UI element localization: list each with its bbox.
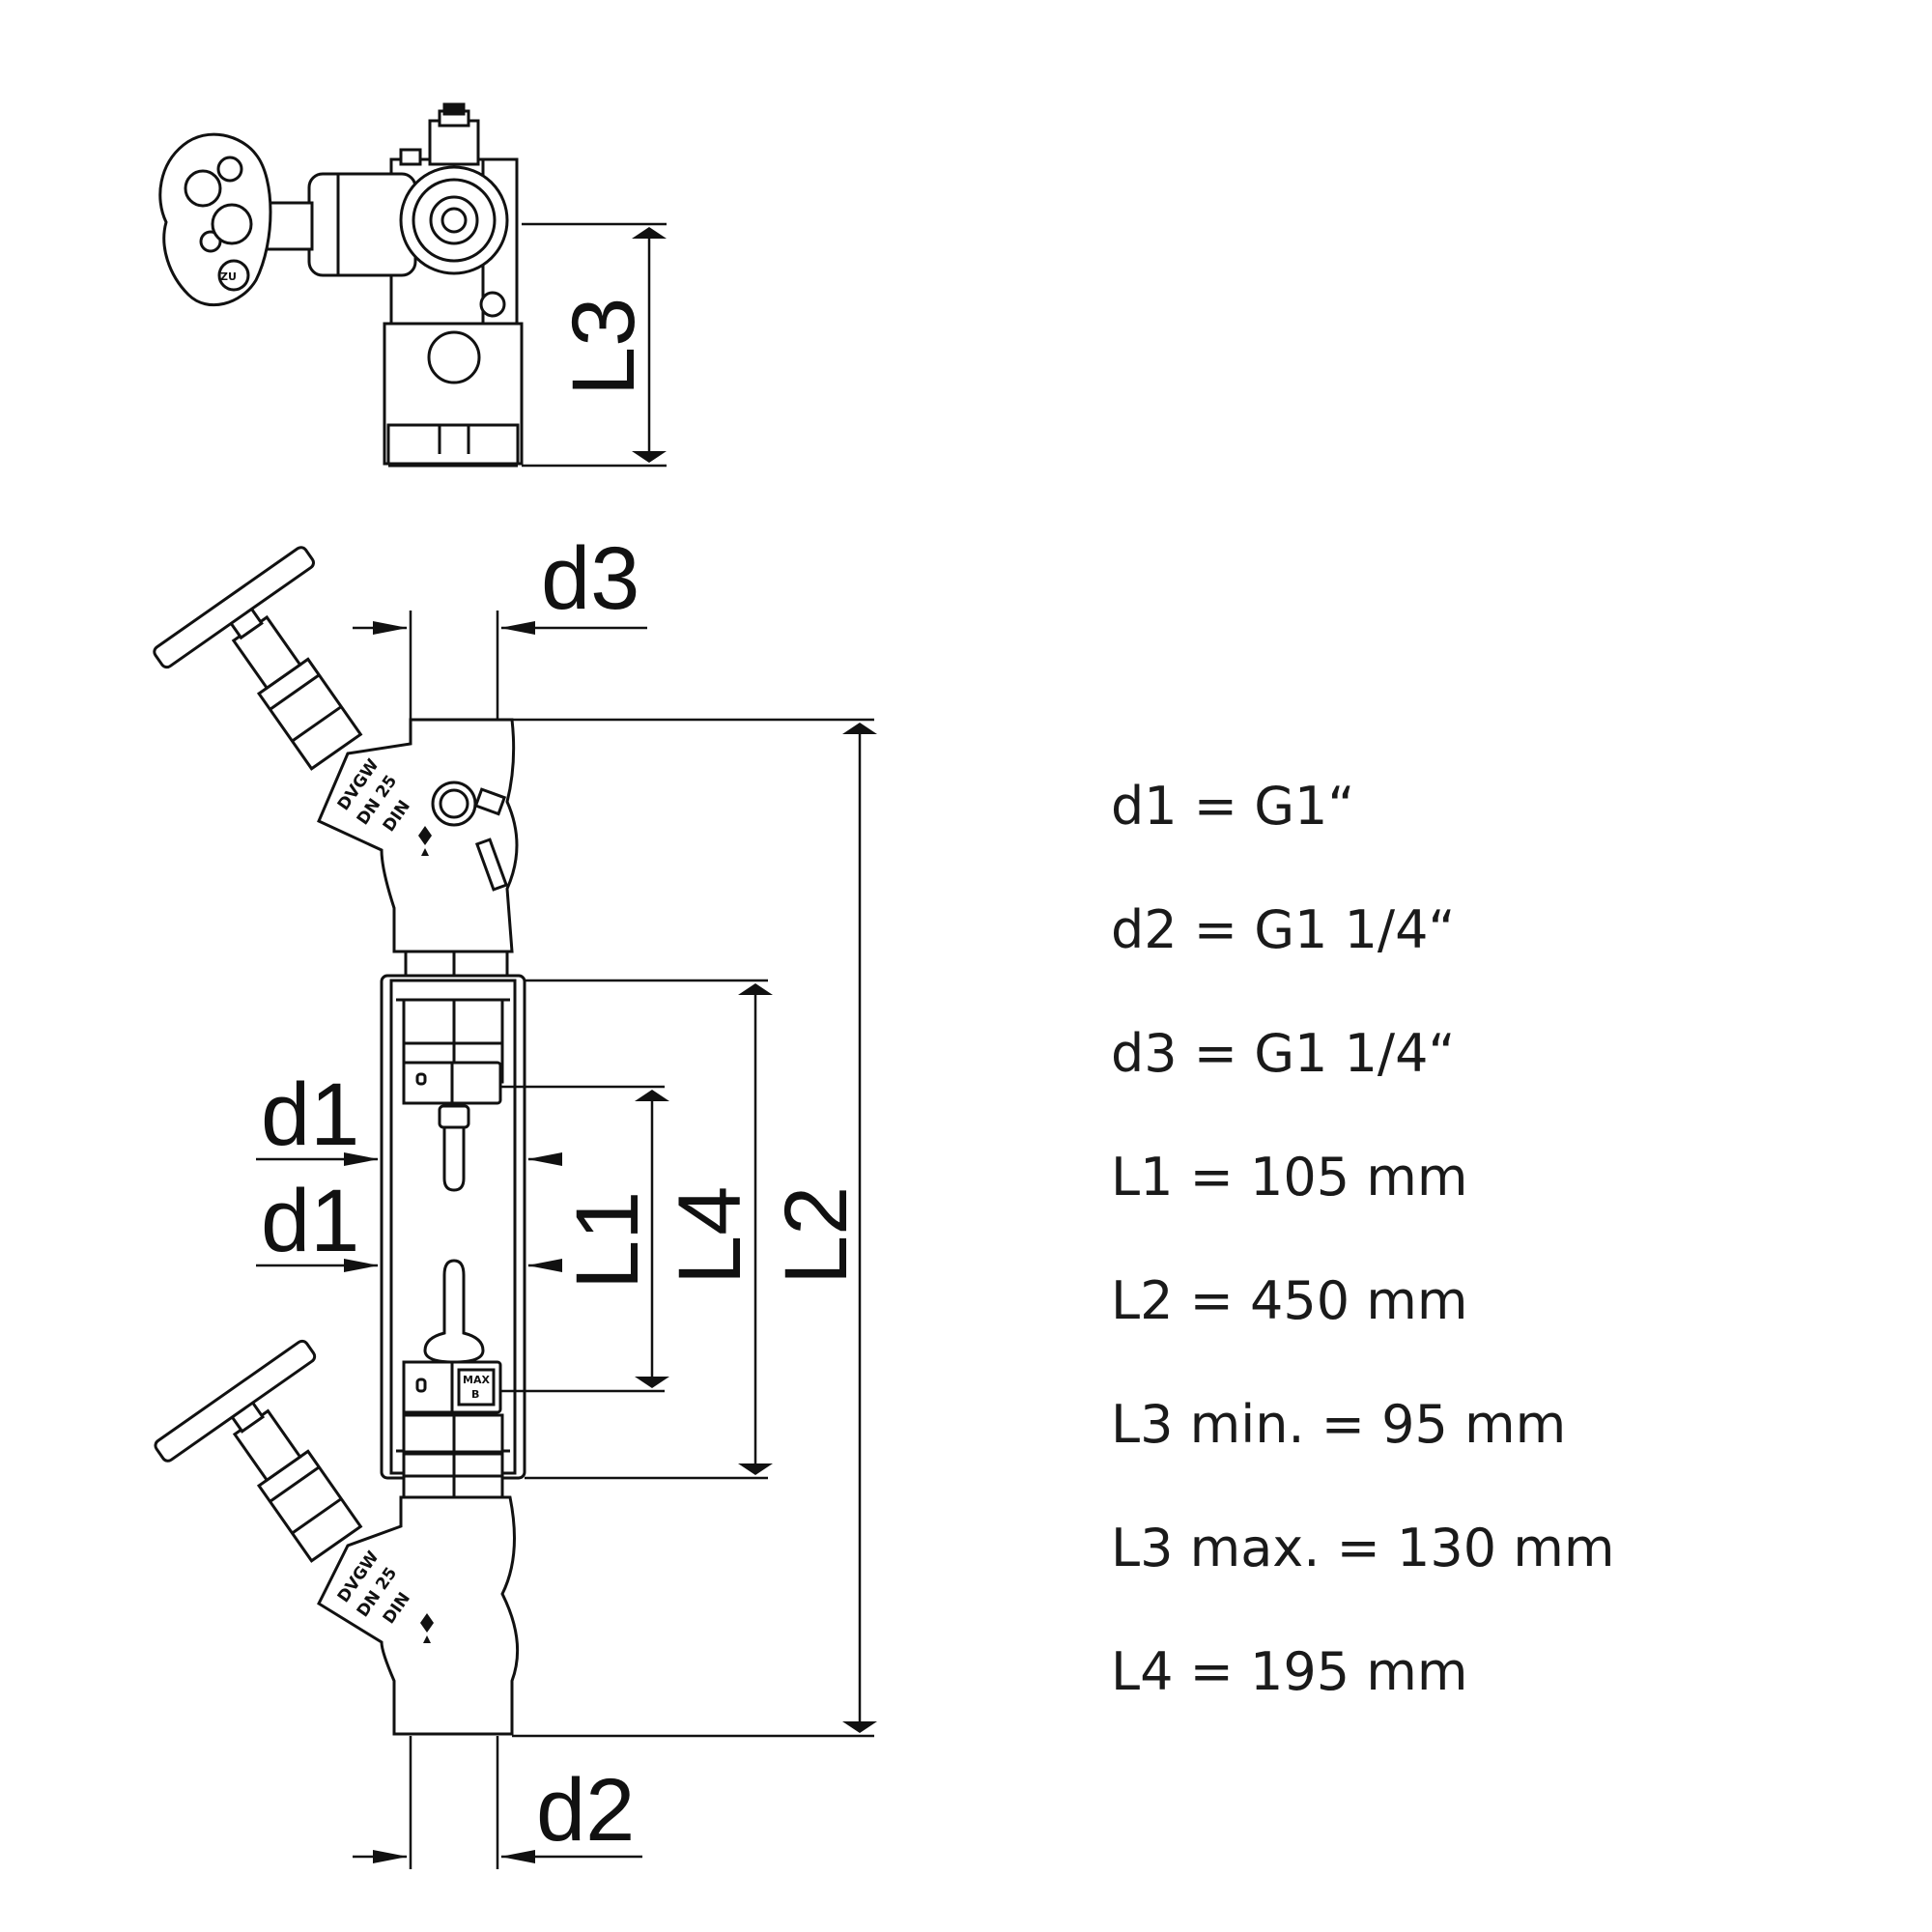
upper-valve-body	[317, 718, 519, 953]
spec-d1: d1 = G1“	[1111, 776, 1355, 837]
side-view-port	[427, 330, 481, 384]
side-view: ZU	[158, 102, 524, 468]
spec-l2: L2 = 450 mm	[1111, 1270, 1468, 1331]
side-view-top-fitting	[428, 119, 480, 166]
front-view: DVGW DN 25 DIN MAX B	[153, 546, 526, 1736]
spec-d2: d2 = G1 1/4“	[1111, 899, 1456, 960]
spec-d3: d3 = G1 1/4“	[1111, 1023, 1456, 1084]
specification-list: d1 = G1“ d2 = G1 1/4“ d3 = G1 1/4“ L1 = …	[1111, 778, 1787, 1767]
dimension-l3	[522, 222, 667, 468]
lower-valve-body	[317, 1495, 520, 1736]
spec-l1: L1 = 105 mm	[1111, 1147, 1468, 1208]
dimension-d1-upper-label: d1	[261, 1065, 359, 1164]
dimension-d3-label: d3	[541, 529, 639, 628]
dimension-l3-label: L3	[554, 298, 653, 396]
max-label: MAX	[463, 1374, 490, 1386]
spec-l3-min: L3 min. = 95 mm	[1111, 1394, 1567, 1455]
dimension-l2-label: L2	[767, 1186, 866, 1285]
side-view-bonnet	[307, 172, 417, 277]
dimension-l4-label: L4	[661, 1186, 759, 1285]
handwheel-marking: ZU	[220, 270, 237, 283]
max-sub-label: B	[471, 1388, 479, 1401]
float	[423, 1259, 485, 1364]
side-view-nut	[386, 423, 520, 466]
dimension-lines	[256, 611, 877, 1869]
lower-handwheel	[154, 1339, 317, 1463]
upper-handwheel	[153, 546, 315, 669]
dimension-d2-label: d2	[536, 1761, 635, 1860]
dimension-d1-lower-label: d1	[261, 1172, 359, 1270]
dimension-l1-label: L1	[558, 1191, 657, 1290]
side-view-handwheel-hub	[211, 203, 253, 245]
spec-l4: L4 = 195 mm	[1111, 1641, 1468, 1702]
side-view-side-plug	[479, 291, 506, 318]
spec-l3-max: L3 max. = 130 mm	[1111, 1518, 1615, 1578]
